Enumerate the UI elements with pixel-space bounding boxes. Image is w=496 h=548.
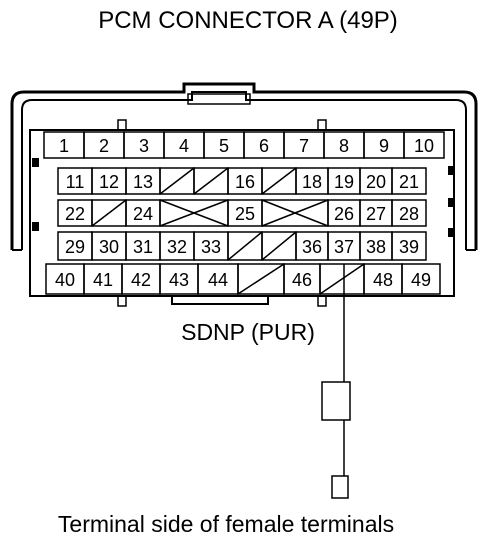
terminal-label: 43 [169, 270, 189, 290]
terminal-label: 28 [399, 204, 419, 224]
terminal-labels: 1 2 3 4 5 6 7 8 9 10 11 12 13 16 18 19 2… [55, 136, 434, 290]
terminal-label: 25 [235, 204, 255, 224]
terminal-label: 13 [133, 172, 153, 192]
terminal-label: 27 [366, 204, 386, 224]
terminal-label: 4 [179, 136, 189, 156]
terminal-label: 38 [366, 237, 386, 257]
probe-tip [331, 475, 349, 499]
terminal-label: 48 [373, 270, 393, 290]
terminal-label: 7 [299, 136, 309, 156]
terminal-label: 49 [411, 270, 431, 290]
terminal-label: 30 [99, 237, 119, 257]
terminal-row-1 [43, 131, 445, 159]
terminal-label: 40 [55, 270, 75, 290]
terminal-row-5 [45, 263, 441, 295]
terminal-label: 16 [235, 172, 255, 192]
terminal-label: 42 [131, 270, 151, 290]
terminal-label: 44 [208, 270, 228, 290]
connector-housing [10, 82, 478, 305]
terminal-label: 21 [399, 172, 419, 192]
signal-label: SDNP (PUR) [181, 319, 315, 345]
terminal-label: 11 [66, 172, 85, 192]
terminal-label: 33 [201, 237, 221, 257]
terminal-label: 32 [167, 237, 187, 257]
terminal-face [29, 119, 455, 307]
terminal-label: 29 [65, 237, 85, 257]
terminal-label: 5 [219, 136, 229, 156]
probe-connector [321, 381, 351, 421]
terminal-label: 37 [334, 237, 354, 257]
terminal-label: 39 [399, 237, 419, 257]
terminal-label: 2 [99, 136, 109, 156]
terminal-label: 19 [334, 172, 354, 192]
terminal-row-4 [57, 231, 427, 261]
keying-marks [32, 158, 455, 237]
terminal-grid [43, 131, 445, 295]
caption: Terminal side of female terminals [58, 511, 394, 537]
terminal-label: 12 [99, 172, 119, 192]
terminal-label: 31 [133, 237, 153, 257]
terminal-label: 24 [133, 204, 153, 224]
terminal-label: 41 [93, 270, 113, 290]
terminal-label: 10 [414, 136, 434, 156]
terminal-label: 26 [334, 204, 354, 224]
terminal-label: 6 [259, 136, 269, 156]
terminal-label: 8 [339, 136, 349, 156]
terminal-row-3 [57, 199, 427, 227]
terminal-label: 9 [379, 136, 389, 156]
empty-cavity-marks [91, 167, 365, 295]
terminal-label: 1 [59, 136, 69, 156]
terminal-label: 36 [302, 237, 322, 257]
terminal-label: 22 [65, 204, 85, 224]
diagram-title: PCM CONNECTOR A (49P) [98, 7, 398, 34]
terminal-label: 20 [366, 172, 386, 192]
terminal-label: 3 [139, 136, 149, 156]
terminal-label: 46 [292, 270, 312, 290]
test-probe [321, 264, 351, 499]
terminal-row-2 [57, 167, 427, 195]
terminal-label: 18 [302, 172, 322, 192]
